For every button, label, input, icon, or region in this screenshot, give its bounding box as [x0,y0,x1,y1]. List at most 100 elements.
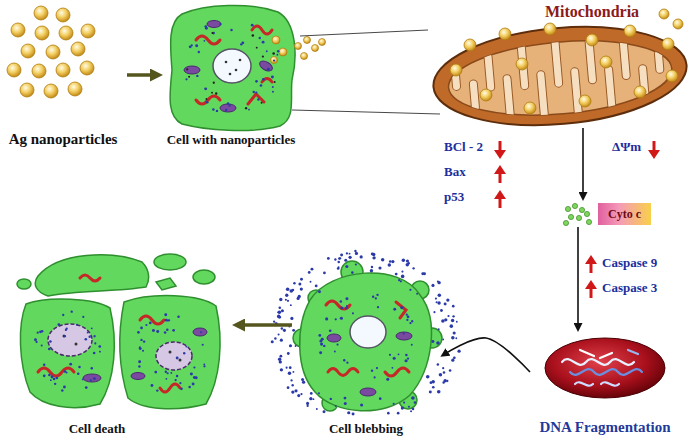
vesicle-dot [407,357,409,359]
cell-art-part-part [312,45,319,52]
vesicle-dot [412,267,414,269]
vesicle-dot [255,91,257,93]
vesicle-dot [151,384,154,387]
vesicle-dot [344,259,347,262]
mitochondrion-art-part [429,17,690,135]
flow-arrow [239,323,293,327]
vesicle-dot [180,388,183,391]
change-arrows-part [499,199,502,208]
vesicle-dot [225,109,227,111]
vesicle-dot [414,401,416,403]
vesicle-dot [374,376,376,378]
mitochondrion-art-part-part [624,25,636,37]
flow-arrow [577,227,579,328]
blebbing-cell-art-part [326,301,409,376]
crista [536,70,548,118]
vesicle-dot [176,375,179,378]
vesicle-dot [138,365,140,367]
vesicle-dot [202,344,204,346]
vesicle-dot [273,321,275,323]
cytochrome-dot [572,203,577,208]
vesicle-dot [334,258,336,260]
vesicle-dot [168,319,170,321]
vesicle-dot [292,289,295,292]
vesicle-dot [403,402,405,404]
vesicle-dot [451,319,454,322]
crista [619,40,630,80]
vesicle-dot [205,101,208,104]
vesicle-dot [442,367,444,369]
vesicle-dot [290,379,292,381]
nanoparticle-cluster-art-part [59,26,73,40]
vesicle-dot [348,256,351,259]
vesicle-dot [429,390,432,393]
vesicle-dot [272,91,274,93]
cytochrome-dot [568,214,573,219]
marker-label: Caspase 9 [602,256,657,271]
vesicle-dot [315,285,318,288]
vesicle-dot [34,338,37,341]
vesicle-dot [293,282,295,284]
dead-cell-art-part [83,328,207,382]
nanoparticle-cluster-art-part [20,83,34,97]
cytochrome-dot [579,207,584,212]
vesicle-dot [302,381,305,384]
cell-art-part-part [248,94,264,104]
vesicle-dot [41,344,43,346]
vesicle-dot [432,386,435,389]
cell-art-part-part [319,39,326,46]
vesicle-dot [340,300,342,302]
vesicle-dot [196,75,198,77]
vesicle-dot [378,266,381,269]
cell-art-part-part [196,96,220,104]
vesicle-dot [251,24,254,27]
vesicle-dot [65,329,67,331]
vesicle-dot [325,317,328,320]
vesicle-dot [393,403,395,405]
vesicle-dot [307,405,309,407]
vesicle-dot [386,378,389,381]
vesicle-dot [345,307,348,310]
vesicle-dot [309,397,312,400]
vesicle-dot [154,371,157,374]
dead-cell-art [17,254,220,409]
vesicle-dot [376,367,378,369]
cell-art-part [225,61,228,64]
cell-art-part [170,5,295,130]
cell-art-part-part [220,104,236,112]
vesicle-dot [409,289,411,291]
vesicle-dot [156,330,159,333]
vesicle-dot [290,304,292,306]
cytochrome-c-box: Cyto c [562,201,651,227]
vesicle-dot [257,98,259,100]
dna-art [545,338,665,398]
nanoparticle-cluster-art-part [81,24,95,38]
dead-cell-art-part-part [160,384,180,392]
dead-cell-art-part-part [80,275,100,281]
vesicle-dot [164,313,167,316]
vesicle-dot [297,394,300,397]
vesicle-dot [381,258,384,261]
vesicle-dot [452,315,454,317]
change-arrows-part [585,255,597,264]
vesicle-dot [405,354,408,357]
blebbing-cell-art-part [350,316,386,348]
dna-art-part-part [570,369,642,375]
nanoparticle-cluster-art-part [32,64,46,78]
vesicle-dot [421,272,424,275]
vesicle-dot [349,253,351,255]
mitochondrion-art-part-part [673,19,683,29]
vesicle-dot [285,299,287,301]
vesicle-dot [298,282,301,285]
vesicle-dot [248,109,250,111]
vesicle-dot [292,329,295,332]
vesicle-dot [261,102,263,104]
node-caption: Cell with nanoparticles [167,133,296,148]
dead-cell-art-part-part [48,324,92,356]
mitochondrion-art-part-part [516,58,528,70]
vesicle-dot [165,378,167,380]
vesicle-dot [400,306,403,309]
vesicle-dot [62,314,64,316]
vesicle-dot [412,408,415,411]
cell-art-part [213,49,251,83]
